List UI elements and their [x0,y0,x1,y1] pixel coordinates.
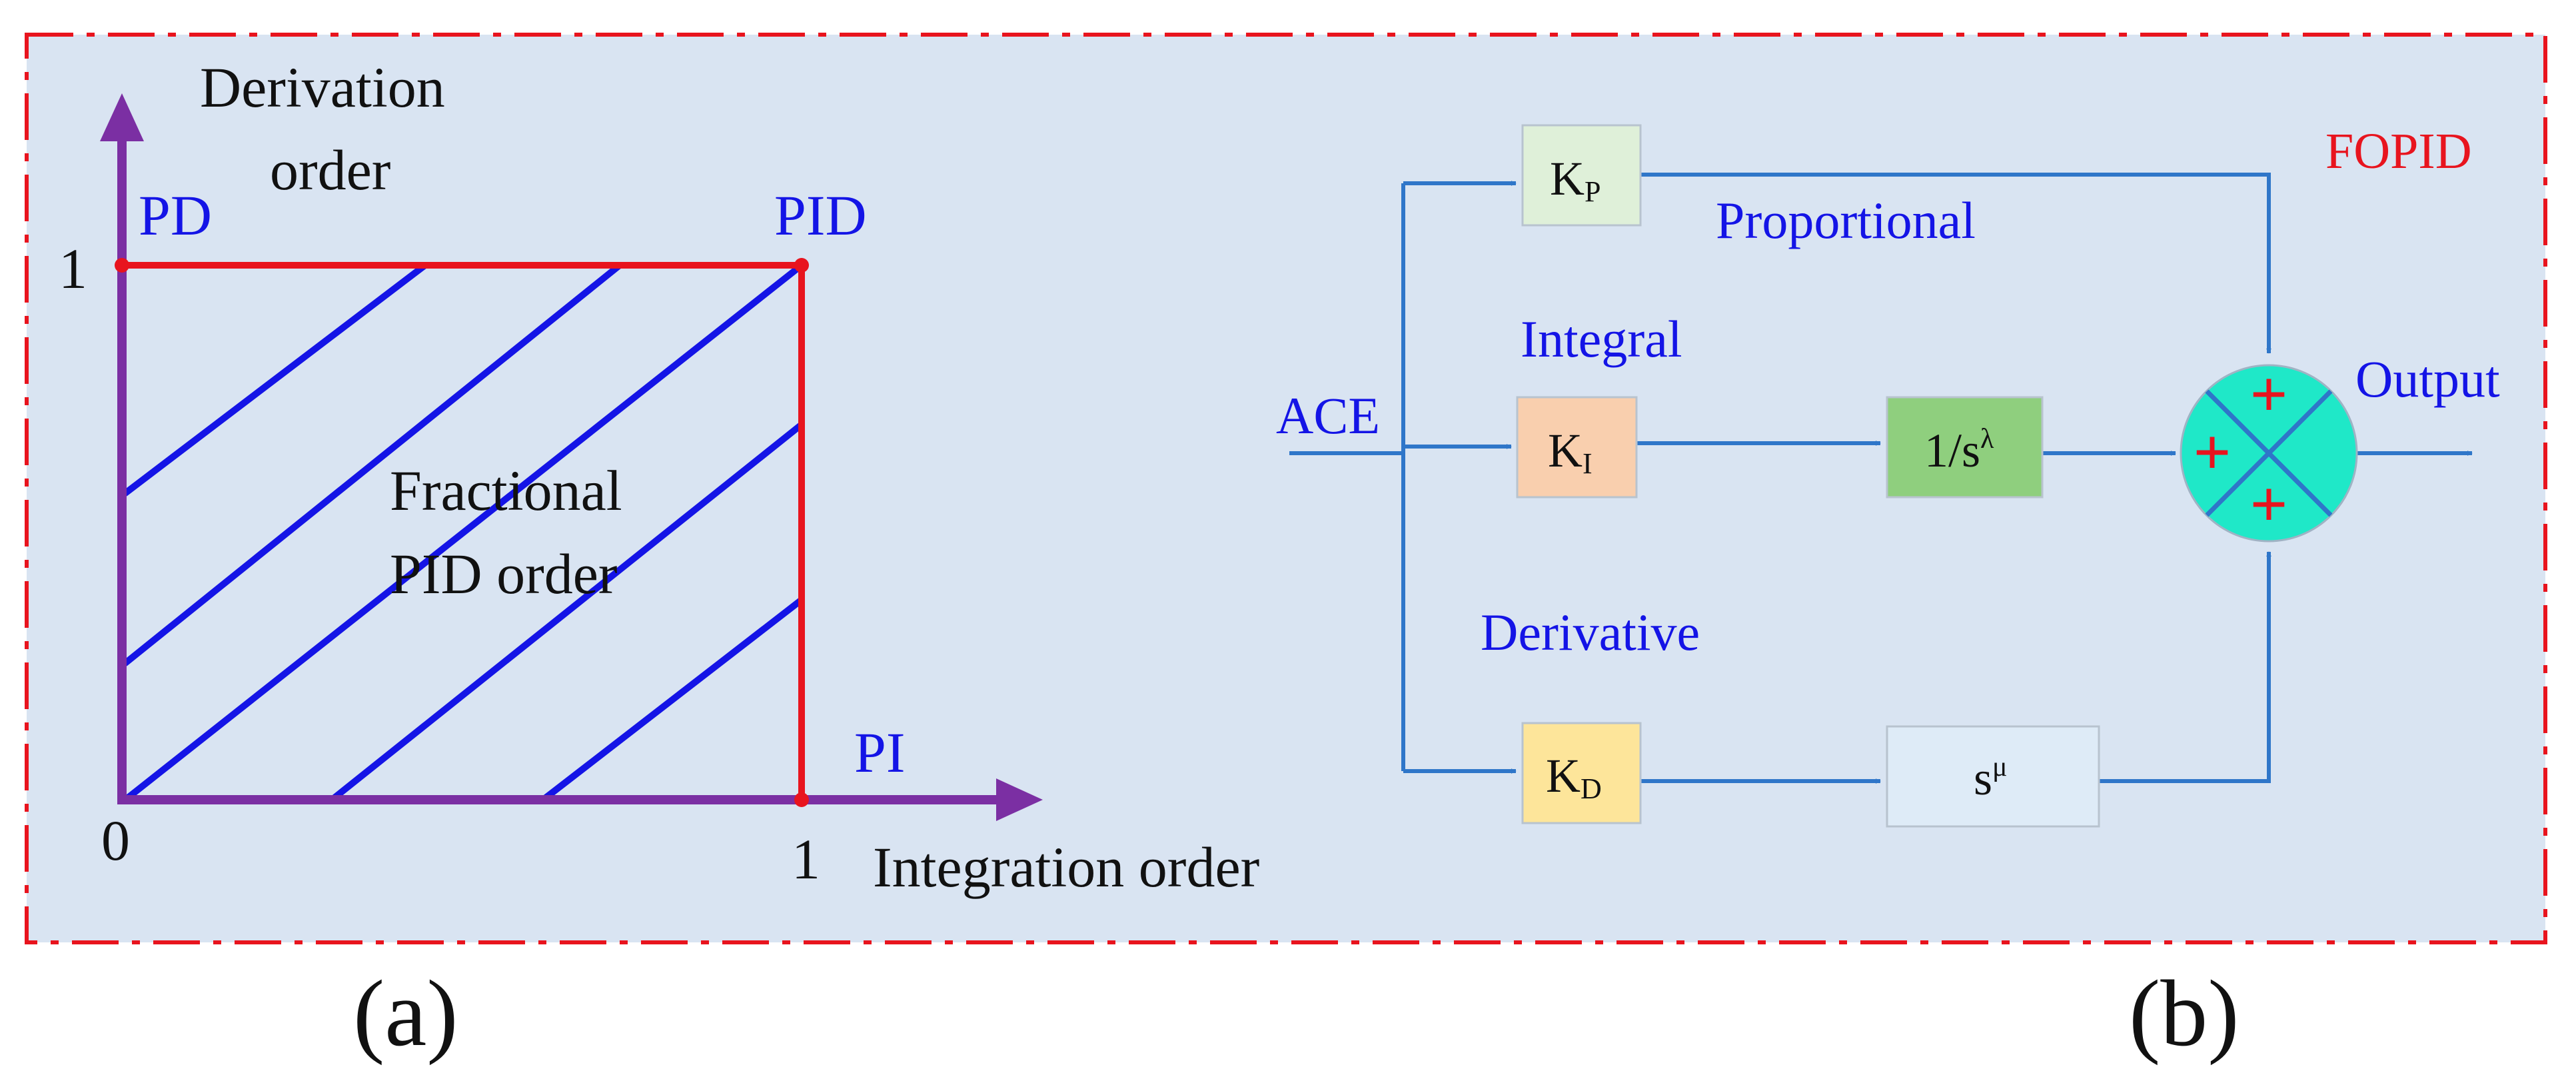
region-label-line2: PID order [390,542,618,606]
branch-label-proportional: Proportional [1716,191,1976,249]
integrator-exponent: λ [1980,424,1994,455]
pd-point [115,258,129,273]
kd-box [1521,722,1642,824]
signal-lines [1289,173,2473,784]
pid-point [794,258,809,273]
kp-text: KP [1550,152,1601,208]
output-label: Output [2355,350,2500,408]
summer-cross-b [2205,389,2333,517]
integrator-block: 1/sλ [1886,396,2044,499]
x-axis-label: Integration order [873,835,1259,899]
kd-block: KD [1521,722,1642,824]
branch-label-integral: Integral [1521,310,1682,368]
kd-text: KD [1546,749,1602,805]
summing-junction: + + + [2180,357,2358,543]
hatch-line [122,262,805,803]
hatch-line [328,421,805,803]
ki-block: KI [1516,396,1638,499]
frame-background [25,33,2547,944]
kd-subscript: D [1581,772,1602,805]
kp-to-sum [1640,173,2271,354]
corner-label-pd: PD [139,183,212,247]
plus-sign-top: + [2250,357,2288,431]
differentiator-to-sum [2099,551,2271,783]
pi-point [794,792,809,807]
hatch-line [540,596,805,803]
y-axis-arrowhead [100,93,144,141]
corner-label-pi: PI [854,720,905,784]
caption-a: (a) [353,960,458,1066]
y-axis-label-line1: Derivation [200,55,445,119]
kp-block: KP [1521,124,1642,227]
kp-main: K [1550,152,1585,205]
differentiator-text: sμ [1974,752,2008,805]
hatch-lines [122,262,805,803]
ki-text: KI [1548,424,1593,480]
input-label-ace: ACE [1276,387,1380,445]
panel-a: Derivation order PD PID PI 1 0 1 Integra… [59,55,1259,1066]
integrator-main: 1/s [1924,424,1980,477]
differentiator-block: sμ [1886,725,2100,828]
hatch-line [122,262,428,497]
kp-box [1521,124,1642,227]
tick-y-one: 1 [59,237,87,301]
corner-label-pid: PID [774,183,867,247]
kd-main: K [1546,749,1581,802]
hatch-line [122,262,623,666]
branch-label-derivative: Derivative [1481,603,1700,661]
fopid-title: FOPID [2325,123,2472,179]
plus-sign-left: + [2194,415,2232,489]
ki-main: K [1548,424,1583,477]
differentiator-exponent: μ [1992,752,2008,782]
y-axis-label-line2: order [270,138,390,202]
kp-subscript: P [1585,175,1601,208]
tick-origin: 0 [101,808,130,872]
integrator-text: 1/sλ [1924,424,1994,477]
x-axis-arrowhead [996,778,1043,821]
ki-box [1516,396,1638,499]
differentiator-box [1886,725,2100,828]
region-label-line1: Fractional [390,459,622,523]
tick-x-one: 1 [792,827,820,891]
ki-subscript: I [1583,447,1593,480]
panel-b: FOPID ACE Output Proportional Integral D… [1276,123,2500,1066]
differentiator-main: s [1974,752,1992,805]
integrator-box [1886,396,2044,499]
caption-b: (b) [2129,960,2240,1066]
plus-sign-bottom: + [2250,467,2288,541]
